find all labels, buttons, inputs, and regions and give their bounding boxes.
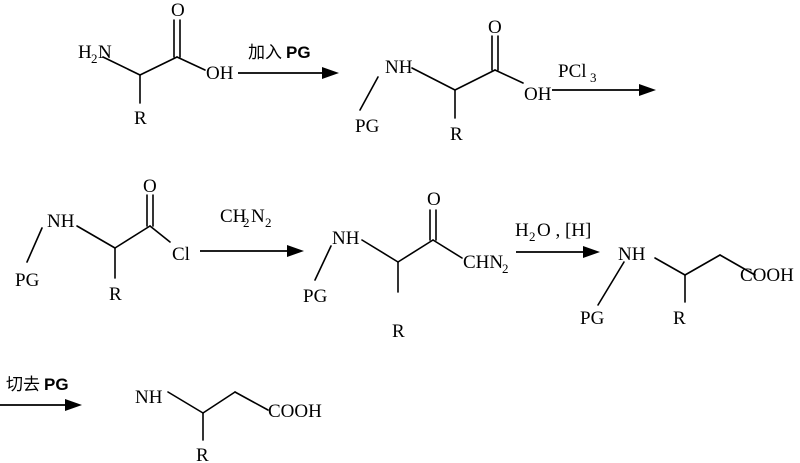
atom-cooh: COOH [268,401,322,422]
arrow-5-head [65,399,82,411]
atom-cooh: COOH [740,265,794,286]
bond-n-ca [102,56,141,76]
atom-n: N [98,42,112,63]
reagent-water-reduction: O , [H] [537,220,591,241]
arrow-2-head [639,84,656,96]
reagent-pcl3: PCl [558,61,587,82]
atom-pg: PG [355,116,380,137]
atom-nh: NH [385,57,413,78]
molecule-amino-acid: H 2 N O OH R [78,0,234,129]
reagent-remove-label: 切去 [6,375,40,395]
bond-n-pg [314,245,332,281]
reaction-arrow-5: 切去 PG [0,375,82,411]
bond-n-pg [597,261,625,306]
reagent-ch-subscript: 2 [243,215,250,230]
atom-r-group: R [134,108,147,129]
reaction-arrow-4: H 2 O , [H] [515,220,600,258]
atom-pg: PG [303,286,328,307]
atom-carbonyl-o: O [488,17,502,38]
reagent-pcl3-subscript: 3 [590,70,597,85]
bond-ca-c [139,56,178,76]
bond-n-pg [26,227,43,263]
atom-r-group: R [673,308,686,329]
atom-nh: NH [47,211,75,232]
atom-nh: NH [618,244,646,265]
atom-chn: CHN [463,252,503,273]
atom-nh: NH [135,387,163,408]
atom-carbonyl-o: O [171,0,185,21]
atom-carbonyl-o: O [143,176,157,197]
reaction-arrow-1: 加入 PG [238,43,339,79]
bond-cb-ca [202,391,236,414]
reagent-h: H [515,220,529,241]
molecule-beta-amino-acid: NH COOH R [135,387,322,463]
reagent-add-label: 加入 [248,43,282,63]
bond-c-chn2 [432,239,463,259]
reagent-ch: CH [220,206,247,227]
molecule-protected-beta-acid: NH PG COOH R [580,244,794,329]
bond-n-ca [361,239,399,263]
atom-nh: NH [332,228,360,249]
reaction-arrow-2: PCl 3 [552,61,656,96]
atom-pg: PG [580,308,605,329]
arrow-1-head [322,67,339,79]
bond-n-cb [654,257,686,276]
molecule-acyl-chloride: NH PG O Cl R [15,176,190,305]
bond-ca-c [397,239,434,263]
atom-carbonyl-o: O [427,189,441,210]
arrow-3-head [287,245,304,257]
atom-r-group: R [450,124,463,145]
bond-c-cl [149,225,171,243]
bond-c-oh [176,56,206,71]
bond-ca-c [454,69,496,91]
reagent-remove-pg: PG [44,375,69,394]
atom-r-group: R [392,321,405,342]
molecule-diazoketone: NH PG O CHN 2 R [303,189,509,342]
bond-n-pg [359,76,379,111]
bond-n-ca [76,225,116,249]
atom-r-group: R [109,284,122,305]
bond-ca-cooh [719,254,756,276]
atom-hydroxyl: OH [524,84,552,105]
atom-chn-subscript: 2 [502,261,509,276]
arrow-4-head [583,246,600,258]
atom-h-subscript: 2 [91,51,98,66]
atom-r-group: R [196,445,209,463]
bond-ca-cooh [234,391,269,411]
molecule-protected-acid: NH PG O OH R [355,17,552,145]
reagent-h-subscript: 2 [529,229,536,244]
reagent-add-pg: PG [286,43,311,62]
bond-cb-ca [684,254,721,276]
reaction-arrow-3: CH 2 N 2 [200,206,304,257]
reagent-n-subscript: 2 [265,215,272,230]
atom-chlorine: Cl [172,244,190,265]
bond-ca-c [114,225,151,249]
atom-hydroxyl: OH [206,63,234,84]
bond-c-oh [494,69,524,84]
bond-n-ca [411,67,456,91]
bond-n-cb [167,391,204,414]
atom-pg: PG [15,270,40,291]
reagent-n: N [251,206,265,227]
atom-h: H [78,42,92,63]
